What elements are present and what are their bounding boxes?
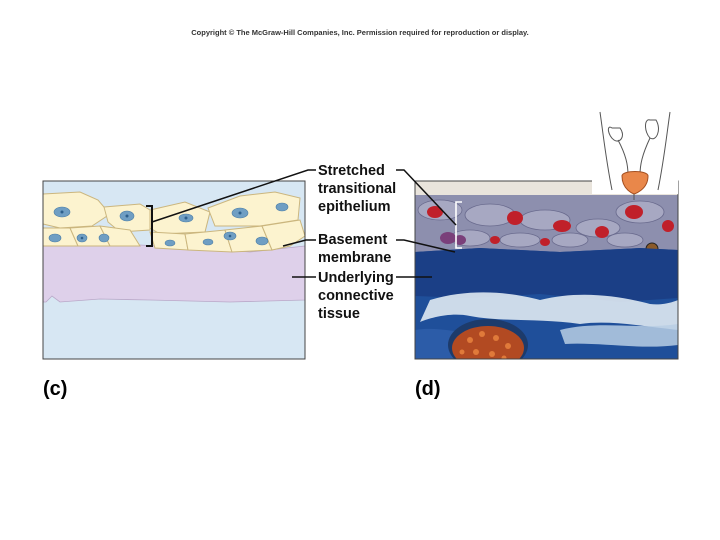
leader-lines <box>151 169 457 278</box>
label-underlying-connective-tissue: Underlying connective tissue <box>318 270 394 322</box>
panel-label-d: (d) <box>415 378 441 400</box>
bladder-icon <box>621 171 649 195</box>
label-basement-membrane: Basement membrane <box>318 232 392 266</box>
panel-c-illustration <box>43 181 305 359</box>
stained-nuclei <box>427 205 674 246</box>
orientation-inset <box>592 110 678 200</box>
kidney-left-icon <box>607 126 623 142</box>
panel-d-micrograph <box>415 181 678 359</box>
connective-tissue-layer <box>43 243 305 303</box>
connective-fibers <box>420 292 678 330</box>
panel-label-c: (c) <box>43 378 68 400</box>
label-stretched-transitional-epithelium: Stretched transitional epithelium <box>318 163 397 215</box>
copyright-notice: Copyright © The McGraw-Hill Companies, I… <box>191 28 529 37</box>
epithelium-bracket-c <box>146 205 153 247</box>
